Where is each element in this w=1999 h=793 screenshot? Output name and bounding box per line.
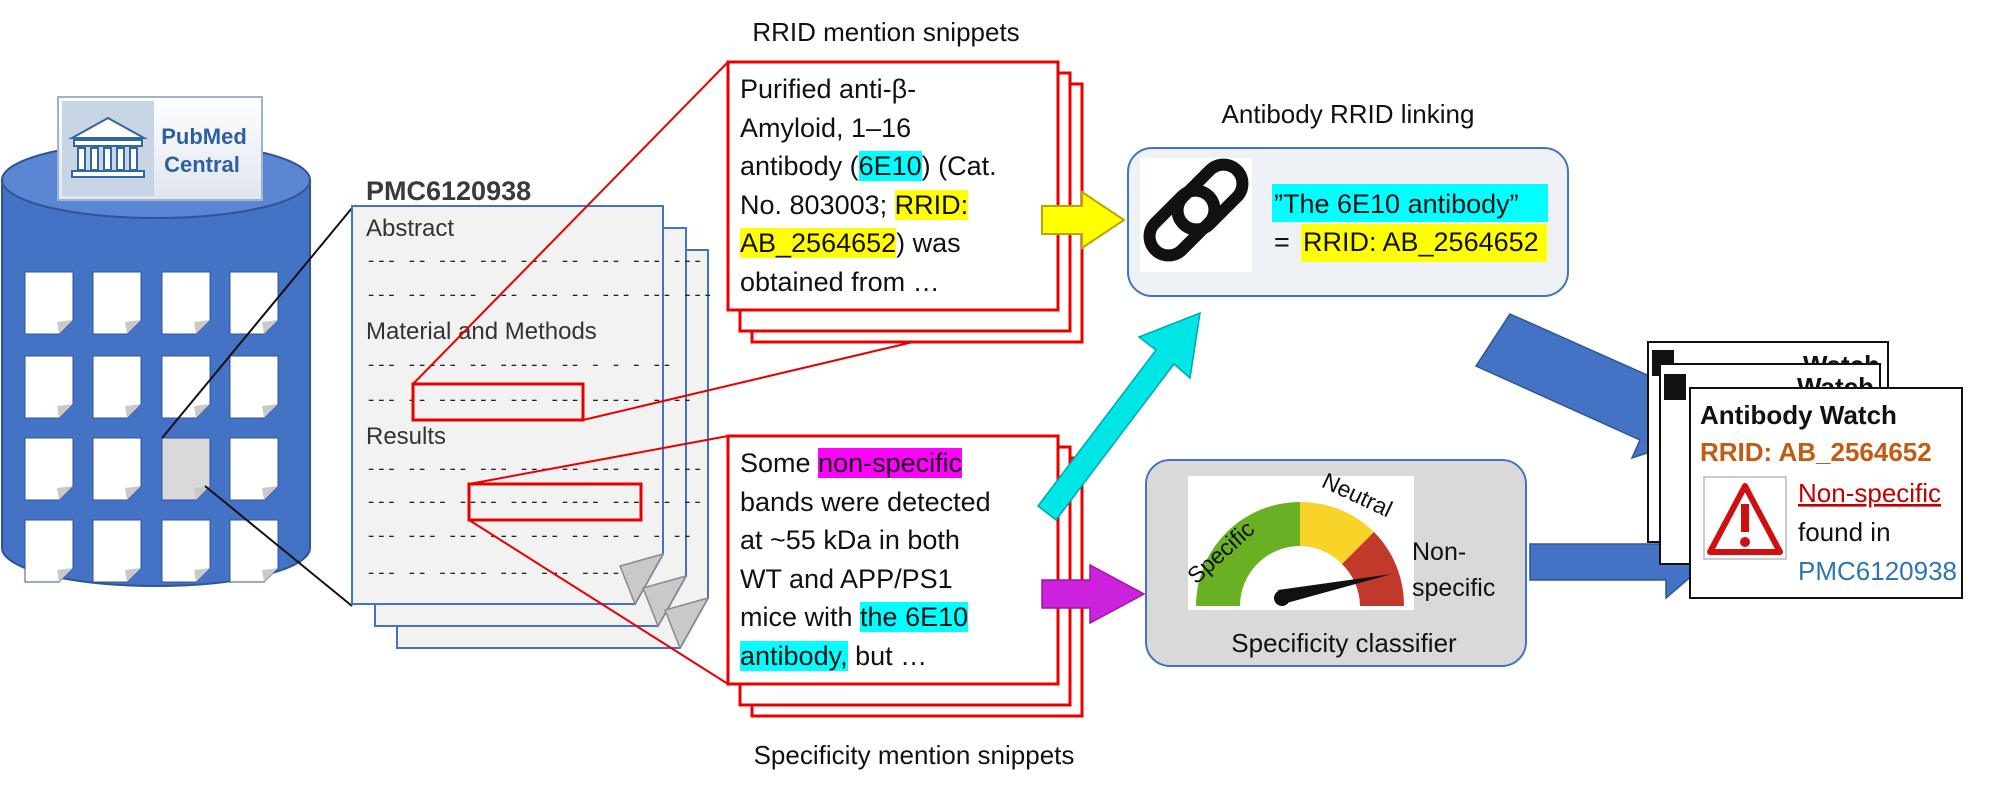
document-icon: [24, 437, 74, 501]
zoom-lines: [161, 207, 353, 607]
gauge-label-nonspecific-2: specific: [1412, 574, 1495, 602]
antibody-mention-highlight: the 6E10: [860, 602, 969, 632]
gauge-label-nonspecific-1: Non-: [1412, 538, 1466, 566]
chain-link-icon: [1143, 158, 1249, 262]
linking-rrid-highlight: [1301, 224, 1547, 262]
document-icon: [161, 437, 211, 501]
rrid-snippet-text: Purified anti-β- Amyloid, 1–16 antibody …: [740, 70, 1052, 301]
linking-quote: ”The 6E10 antibody”: [1274, 189, 1519, 219]
results-highlight-box: [467, 482, 643, 522]
rrid-highlight: RRID:: [894, 189, 969, 220]
cyan-arrow: [1036, 311, 1201, 522]
spec-snippets-heading: Specificity mention snippets: [754, 740, 1075, 770]
document-icon: [24, 355, 74, 419]
rrid-line-1: Purified anti-β-: [740, 74, 917, 104]
classifier-title: Specificity classifier: [1231, 628, 1457, 658]
spec-line-3: at ~55 kDa in both: [740, 525, 960, 555]
rrid-id-highlight: AB_2564652: [740, 228, 897, 258]
document-icon: [161, 519, 211, 583]
pubmed-central-logo: PubMed Central: [57, 96, 263, 201]
document-icon: [229, 355, 279, 419]
rrid-line-3: antibody (6E10) (Cat.: [740, 151, 997, 181]
rrid-line-5: AB_2564652) was: [740, 228, 961, 258]
watch-pmc: PMC6120938: [1798, 556, 1957, 586]
section-abstract: Abstract: [366, 215, 454, 242]
linking-eq: =: [1274, 227, 1290, 257]
watch-title: Antibody Watch: [1700, 400, 1897, 430]
rrid-line-2: Amyloid, 1–16: [740, 112, 912, 143]
building-icon: [68, 116, 148, 178]
magenta-arrow: [1041, 563, 1146, 625]
document-icon: [92, 355, 142, 419]
pubmed-logo-line2: Central: [164, 152, 240, 177]
pubmed-logo-line1: PubMed: [161, 124, 247, 149]
nonspecific-highlight: non-specific: [818, 448, 963, 478]
document-icon: [92, 519, 142, 583]
watch-alert: Non-specific: [1798, 478, 1941, 508]
document-icon: [161, 355, 211, 419]
dash-row: --- ----- -- ----- -- - - - --: [366, 357, 672, 376]
article-stack: [351, 205, 710, 650]
document-icon: [229, 519, 279, 583]
yellow-arrow: [1041, 190, 1126, 250]
dash-row: --- -- ------ --- --- ----- ----: [366, 392, 692, 411]
warning-icon: [1703, 476, 1787, 560]
spec-snippet-text: Some non-specific bands were detected at…: [740, 444, 1052, 675]
dash-row: --- -- --- --- --- -- --- --- ---: [366, 461, 703, 480]
rrid-line-4: No. 803003; RRID:: [740, 189, 969, 220]
methods-highlight-box: [411, 382, 585, 422]
linking-heading: Antibody RRID linking: [1222, 99, 1475, 129]
watch-rrid: RRID: AB_2564652: [1700, 437, 1932, 467]
spec-line-2: bands were detected: [740, 486, 991, 517]
document-icon: [229, 437, 279, 501]
document-icon: [229, 271, 279, 335]
document-icon: [92, 437, 142, 501]
rrid-snippets-heading: RRID mention snippets: [752, 17, 1019, 47]
spec-line-5: mice with the 6E10: [740, 602, 969, 632]
antibody-mention-highlight-2: antibody,: [740, 640, 848, 671]
linking-rrid: RRID: AB_2564652: [1303, 227, 1539, 257]
dash-row: --- -- ----- --- --- ----: [366, 565, 621, 584]
document-icon: [24, 519, 74, 583]
dash-row: --- -- --- --- --- -- --- --- ---: [366, 253, 703, 272]
antibody-name-highlight: 6E10: [858, 151, 922, 181]
document-icon: [92, 271, 142, 335]
section-results: Results: [366, 423, 446, 450]
document-icon: [161, 271, 211, 335]
spec-line-1: Some non-specific: [740, 448, 963, 478]
watch-found: found in: [1798, 517, 1891, 547]
rrid-line-6: obtained from …: [740, 266, 940, 297]
spec-line-6: antibody, but …: [740, 640, 928, 671]
document-icons-grid: [24, 271, 279, 583]
spec-line-4: WT and APP/PS1: [740, 563, 953, 594]
section-methods: Material and Methods: [366, 318, 597, 345]
article-id: PMC6120938: [366, 176, 531, 206]
dash-row: --- ---- ---- ---- ---- --- -- --: [366, 494, 703, 513]
linking-quote-highlight: [1272, 184, 1548, 222]
dash-row: --- --- --- --- --- -- -- - - --: [366, 528, 692, 547]
dash-row: --- -- ---- --- --- -- --- --- ---: [366, 287, 713, 306]
document-icon: [24, 271, 74, 335]
gauge-icon: [1196, 501, 1405, 606]
